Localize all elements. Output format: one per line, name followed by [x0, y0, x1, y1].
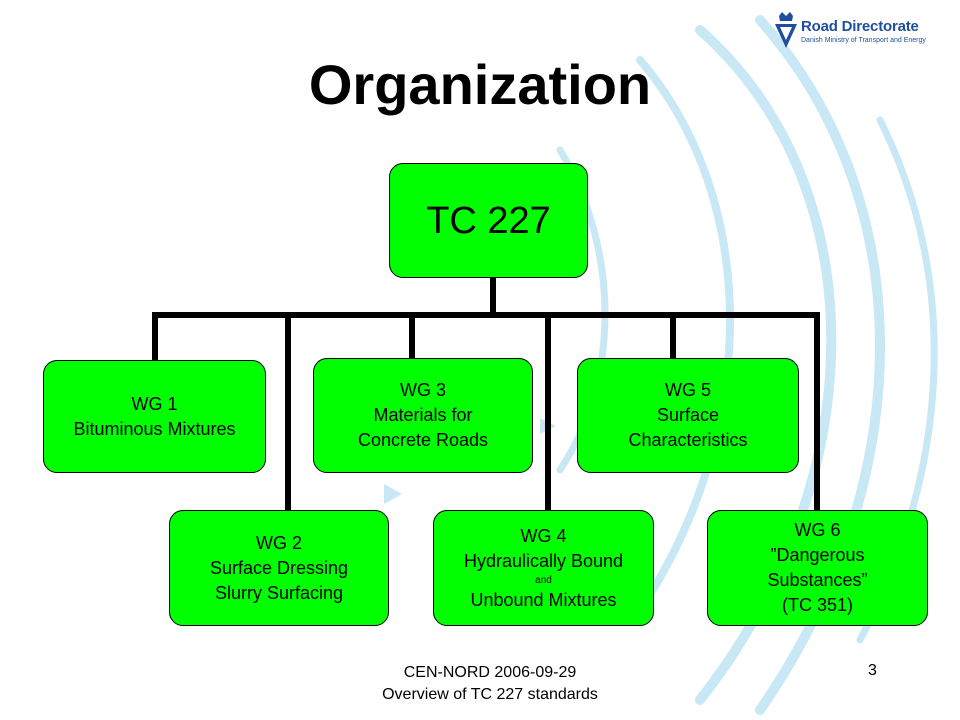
- page-number: 3: [868, 662, 877, 679]
- org-box-wg1: WG 1 Bituminous Mixtures: [43, 360, 266, 473]
- org-box-line: ”Dangerous: [770, 545, 865, 565]
- footer-line-2: Overview of TC 227 standards: [382, 686, 598, 703]
- org-box-wg6: WG 6 ”Dangerous Substances” (TC 351): [707, 510, 928, 626]
- org-box-line: Bituminous Mixtures: [73, 418, 236, 439]
- org-box-line: (TC 351): [781, 595, 853, 615]
- org-box-line: WG 3: [399, 380, 446, 400]
- org-box-line: WG 5: [664, 380, 711, 400]
- slide-footer: CEN-NORD 2006-09-29 Overview of TC 227 s…: [340, 662, 640, 706]
- road-directorate-logo: Road Directorate Danish Ministry of Tran…: [773, 10, 948, 54]
- org-box-line: WG 1: [131, 393, 178, 414]
- org-box-wg5: WG 5 Surface Characteristics: [577, 358, 799, 473]
- org-box-line: Concrete Roads: [357, 430, 489, 450]
- logo-subtitle: Danish Ministry of Transport and Energy: [801, 37, 926, 44]
- org-box-line: Materials for: [373, 405, 473, 425]
- org-box-line: Slurry Surfacing: [214, 582, 344, 603]
- org-box-line: WG 6: [794, 520, 841, 540]
- org-box-line: Surface Dressing: [209, 557, 349, 578]
- footer-line-1: CEN-NORD 2006-09-29: [403, 664, 577, 681]
- org-box-line: WG 4: [520, 525, 567, 546]
- org-box-wg4: WG 4 Hydraulically Bound and Unbound Mix…: [433, 510, 654, 626]
- org-box-line: Hydraulically Bound: [463, 550, 624, 571]
- org-box-line: Substances”: [767, 570, 868, 590]
- org-box-line: WG 2: [255, 532, 302, 553]
- org-box-line: and: [535, 574, 552, 586]
- org-box-line: Unbound Mixtures: [470, 589, 617, 610]
- org-box-label: TC 227: [426, 199, 551, 242]
- org-box-wg3: WG 3 Materials for Concrete Roads: [313, 358, 533, 473]
- org-box-tc227: TC 227: [389, 163, 588, 278]
- crown-shield-icon: [775, 12, 797, 48]
- org-box-wg2: WG 2 Surface Dressing Slurry Surfacing: [169, 510, 389, 626]
- org-box-line: Surface: [656, 405, 720, 425]
- page-title: Organization: [308, 53, 652, 116]
- logo-name: Road Directorate: [801, 18, 919, 35]
- org-box-line: Characteristics: [628, 430, 748, 450]
